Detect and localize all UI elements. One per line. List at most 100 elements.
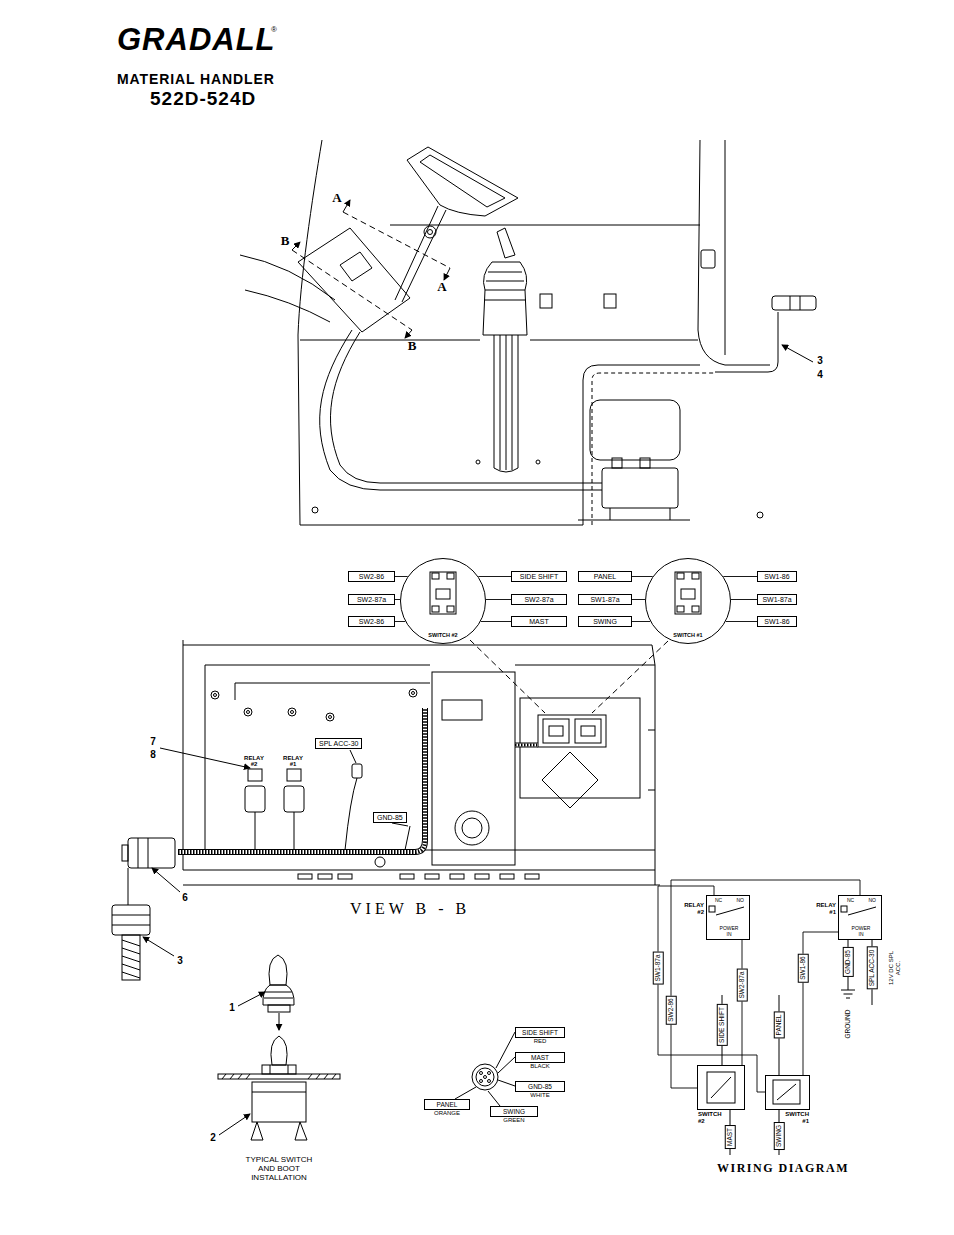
cab-illustration xyxy=(483,262,527,335)
typical-switch-illustration xyxy=(269,955,287,985)
relay-label: RELAY #2 xyxy=(241,755,267,767)
connector-illustration xyxy=(476,1068,494,1086)
cab-illustration xyxy=(407,147,518,216)
wiring-symbols xyxy=(707,906,876,1155)
wire-name: MAST xyxy=(515,618,563,625)
typical-switch-illustration xyxy=(295,1122,307,1140)
leader-line xyxy=(632,599,645,600)
wiring-symbols xyxy=(841,990,855,998)
view-b-b-illustration xyxy=(214,694,217,697)
cab-illustration xyxy=(298,140,583,525)
view-b-b-illustration xyxy=(178,708,425,852)
view-b-b-illustration xyxy=(405,826,410,850)
wire-name: MAST xyxy=(518,1054,562,1061)
view-b-b-illustration xyxy=(515,744,538,747)
connector-illustration xyxy=(496,1032,515,1068)
wire-color-tag: SWINGGREEN xyxy=(490,1106,538,1117)
cab-illustration xyxy=(602,468,678,508)
view-b-b-illustration xyxy=(575,719,601,743)
wire-label: SW1-87a xyxy=(653,951,664,984)
callout-tag: SW1-87a xyxy=(578,594,632,605)
terminal-name: NO xyxy=(737,898,745,903)
wire xyxy=(658,886,765,1092)
wire-name: GND-85 xyxy=(377,814,403,821)
cab-illustration xyxy=(405,330,412,338)
typical-switch-illustration xyxy=(251,1122,263,1140)
wire-name: SW1-87a xyxy=(582,596,628,603)
callout-tag: SW1-86 xyxy=(757,571,797,582)
view-b-b-illustration xyxy=(350,750,356,763)
typical-switch-illustration xyxy=(219,1114,250,1135)
typical-switch-illustration xyxy=(270,1065,288,1074)
view-b-b-illustration xyxy=(152,868,180,892)
callout-tag: SPL ACC-30 xyxy=(315,738,362,749)
diagram-title: WIRING DIAGRAM xyxy=(717,1162,849,1174)
switch-detail-icon xyxy=(592,641,668,713)
connector-illustration xyxy=(488,1091,500,1106)
wiring-symbols xyxy=(707,1072,735,1103)
view-b-b-illustration xyxy=(345,778,357,850)
wire-label: SIDE SHIFT xyxy=(717,1004,728,1046)
view-b-b-illustration xyxy=(122,845,128,861)
view-b-b-illustration xyxy=(183,640,184,870)
switch-name: SWITCH #2 xyxy=(698,1111,724,1124)
wire-name: GND-85 xyxy=(518,1083,562,1090)
typical-switch-illustration xyxy=(271,1036,287,1065)
typical-switch-illustration xyxy=(218,955,340,1140)
view-b-b-illustration xyxy=(375,857,385,867)
callout-tag: SW1-86 xyxy=(757,616,797,627)
view-b-b-illustration xyxy=(542,752,598,808)
section-letter: A xyxy=(437,280,446,293)
callout-number: 6 xyxy=(182,893,188,903)
connector-illustration xyxy=(484,1076,487,1079)
callout-number: 1 xyxy=(229,1003,235,1013)
brand-logo: GRADALL xyxy=(117,24,276,55)
wire xyxy=(803,932,838,1075)
wire-name: SW2-87a xyxy=(515,596,563,603)
typical-switch-illustration xyxy=(222,1074,336,1079)
cab-illustration xyxy=(320,330,602,490)
view-b-b-illustration xyxy=(298,874,539,879)
view-b-b-illustration xyxy=(515,744,538,747)
wiring-symbols xyxy=(848,907,876,915)
switch-detail-icon xyxy=(675,572,701,614)
leader-line xyxy=(632,576,653,577)
view-b-b-illustration xyxy=(525,874,539,879)
cab-illustration xyxy=(300,340,480,341)
wiring-symbols xyxy=(773,1080,800,1104)
detail-circle: SWITCH #2 xyxy=(400,558,486,644)
callout-number: 3 xyxy=(817,356,823,366)
cab-illustration xyxy=(424,226,436,238)
connector-illustration xyxy=(480,1080,483,1083)
view-b-b-illustration xyxy=(183,645,655,665)
relay-box: RELAY #2NCNOPOWER IN xyxy=(706,895,750,940)
wire-label: SW2-86 xyxy=(666,995,677,1024)
callout-tag: SW2-86 xyxy=(348,571,395,582)
cab-illustration xyxy=(292,250,412,330)
view-b-b-illustration xyxy=(178,708,425,852)
wire-name: SWING xyxy=(493,1108,535,1115)
wire xyxy=(742,940,743,1065)
cab-illustration xyxy=(578,508,690,520)
view-b-b-illustration xyxy=(291,711,294,714)
view-b-b-illustration xyxy=(329,716,332,719)
detail-circle: SWITCH #1 xyxy=(645,558,731,644)
switch-detail-icon xyxy=(681,589,695,599)
connector-illustration xyxy=(498,1080,515,1086)
view-b-b-illustration xyxy=(409,689,417,697)
wire-name: SIDE SHIFT xyxy=(518,1029,562,1036)
switch-box: SWITCH #1 xyxy=(765,1075,810,1110)
cab-illustration xyxy=(343,212,450,268)
wire-name: SIDE SHIFT xyxy=(515,573,563,580)
view-b-b-illustration xyxy=(318,874,332,879)
wire-color: RED xyxy=(516,1038,564,1044)
view-b-b-illustration xyxy=(392,823,408,826)
callout-tag: SWING xyxy=(578,616,632,627)
typical-switch-illustration xyxy=(218,1074,340,1079)
view-b-b-illustration xyxy=(475,874,489,879)
view-b-b-illustration xyxy=(235,683,430,700)
